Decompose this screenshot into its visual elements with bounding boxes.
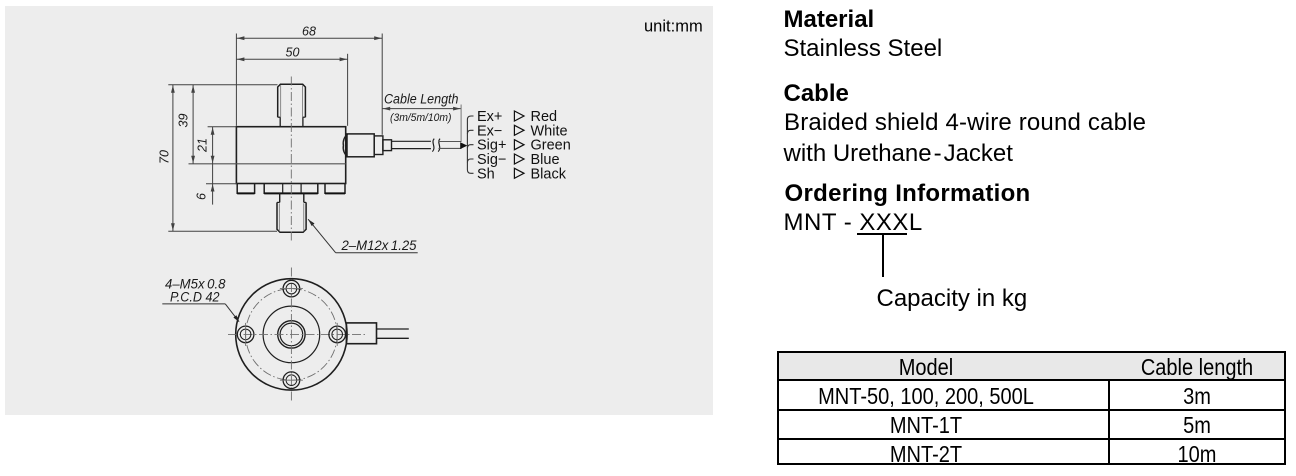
svg-text:70: 70 <box>158 150 172 164</box>
svg-text:P.C.D 42: P.C.D 42 <box>170 289 220 304</box>
svg-text:(3m/5m/10m): (3m/5m/10m) <box>390 112 452 124</box>
svg-text:39: 39 <box>177 114 191 128</box>
svg-text:Blue: Blue <box>531 152 560 168</box>
svg-text:Green: Green <box>531 138 571 154</box>
svg-text:68: 68 <box>302 24 316 38</box>
svg-text:21: 21 <box>196 138 210 153</box>
svg-text:Ex+: Ex+ <box>477 109 502 125</box>
svg-text:Ex−: Ex− <box>477 123 502 139</box>
svg-text:2–M12x 1.25: 2–M12x 1.25 <box>341 237 417 253</box>
svg-text:White: White <box>531 123 568 139</box>
svg-text:Cable Length: Cable Length <box>384 91 459 106</box>
svg-text:unit:mm: unit:mm <box>644 18 703 36</box>
svg-text:50: 50 <box>286 45 300 59</box>
svg-text:Sig−: Sig− <box>477 152 506 168</box>
svg-text:Sh: Sh <box>477 166 495 182</box>
svg-text:4–M5x 0.8: 4–M5x 0.8 <box>165 277 226 292</box>
svg-text:Black: Black <box>531 166 567 182</box>
svg-text:Red: Red <box>531 109 558 125</box>
svg-text:Sig+: Sig+ <box>477 138 506 154</box>
svg-text:6: 6 <box>195 193 209 200</box>
